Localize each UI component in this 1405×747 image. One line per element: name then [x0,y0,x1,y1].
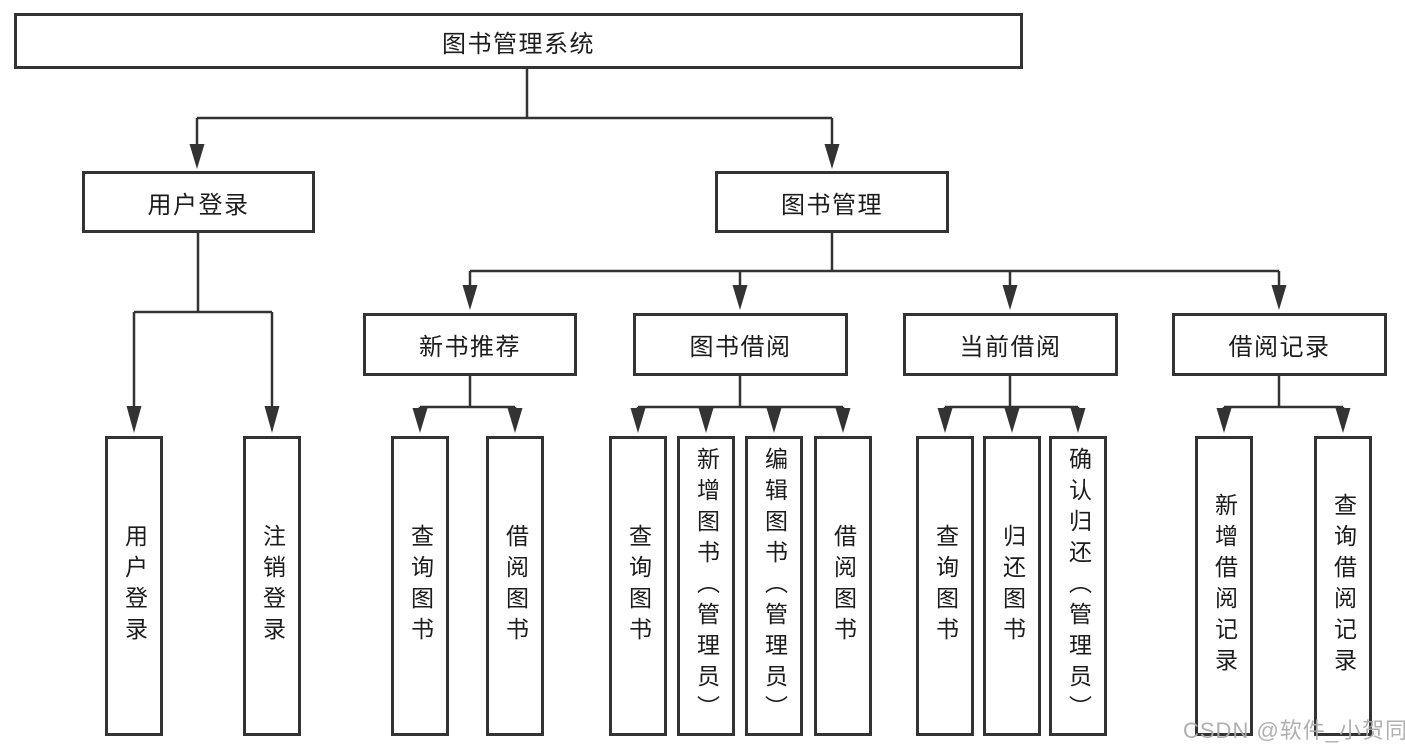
leaf-query-books-label: 查询图书 [407,524,434,648]
leaf-user-login: 用户登录 [105,436,163,736]
leaf-add-borrow-record-label: 新增借阅记录 [1211,493,1238,679]
leaf-add-borrow-record: 新增借阅记录 [1195,436,1253,736]
connector-current-borrow-to-leaves [937,376,1086,433]
leaf-query-books-under-borrowing: 查询图书 [609,436,667,736]
node-borrowing-records: 借阅记录 [1172,313,1387,376]
leaf-query-books-label: 查询图书 [932,524,959,648]
connector-root-to-level2 [189,69,840,169]
leaf-borrow-books-label: 借阅图书 [502,524,529,648]
csdn-watermark: CSDN @软件_小贺同学 [1183,718,1405,743]
leaf-query-books-label: 查询图书 [625,524,652,648]
leaf-borrow-books-under-borrowing: 借阅图书 [814,436,872,736]
node-book-borrowing: 图书借阅 [633,313,848,376]
leaf-query-books-under-current: 查询图书 [916,436,974,736]
leaf-edit-books-admin: 编辑图书（管理员） [745,436,803,736]
node-library-management-system: 图书管理系统 [14,13,1023,69]
leaf-add-books-admin-label: 新增图书（管理员） [693,446,720,726]
connector-book-borrow-to-leaves [630,376,851,433]
leaf-user-login-label: 用户登录 [121,524,148,648]
leaf-borrow-books-under-new-rec: 借阅图书 [486,436,544,736]
leaf-query-borrow-record-label: 查询借阅记录 [1330,493,1357,679]
connector-book-mgmt-to-level3 [462,233,1287,310]
connector-user-login-to-leaves [126,233,280,433]
connector-new-book-rec-to-leaves [412,376,523,433]
leaf-borrow-books-label: 借阅图书 [830,524,857,648]
leaf-edit-books-admin-label: 编辑图书（管理员） [761,446,788,726]
leaf-query-borrow-record: 查询借阅记录 [1314,436,1372,736]
leaf-confirm-return-admin-label: 确认归还（管理员） [1065,446,1092,726]
leaf-return-books: 归还图书 [983,436,1041,736]
node-user-login: 用户登录 [82,171,315,233]
leaf-query-books-under-new-rec: 查询图书 [391,436,449,736]
leaf-confirm-return-admin: 确认归还（管理员） [1049,436,1107,736]
connector-borrow-records-to-leaves [1216,376,1351,433]
node-book-management: 图书管理 [715,171,949,233]
node-new-book-recommendation: 新书推荐 [363,313,577,376]
node-current-borrowing: 当前借阅 [903,313,1118,376]
leaf-return-books-label: 归还图书 [999,524,1026,648]
leaf-logout-label: 注销登录 [259,524,286,648]
leaf-add-books-admin: 新增图书（管理员） [677,436,735,736]
leaf-logout: 注销登录 [243,436,301,736]
